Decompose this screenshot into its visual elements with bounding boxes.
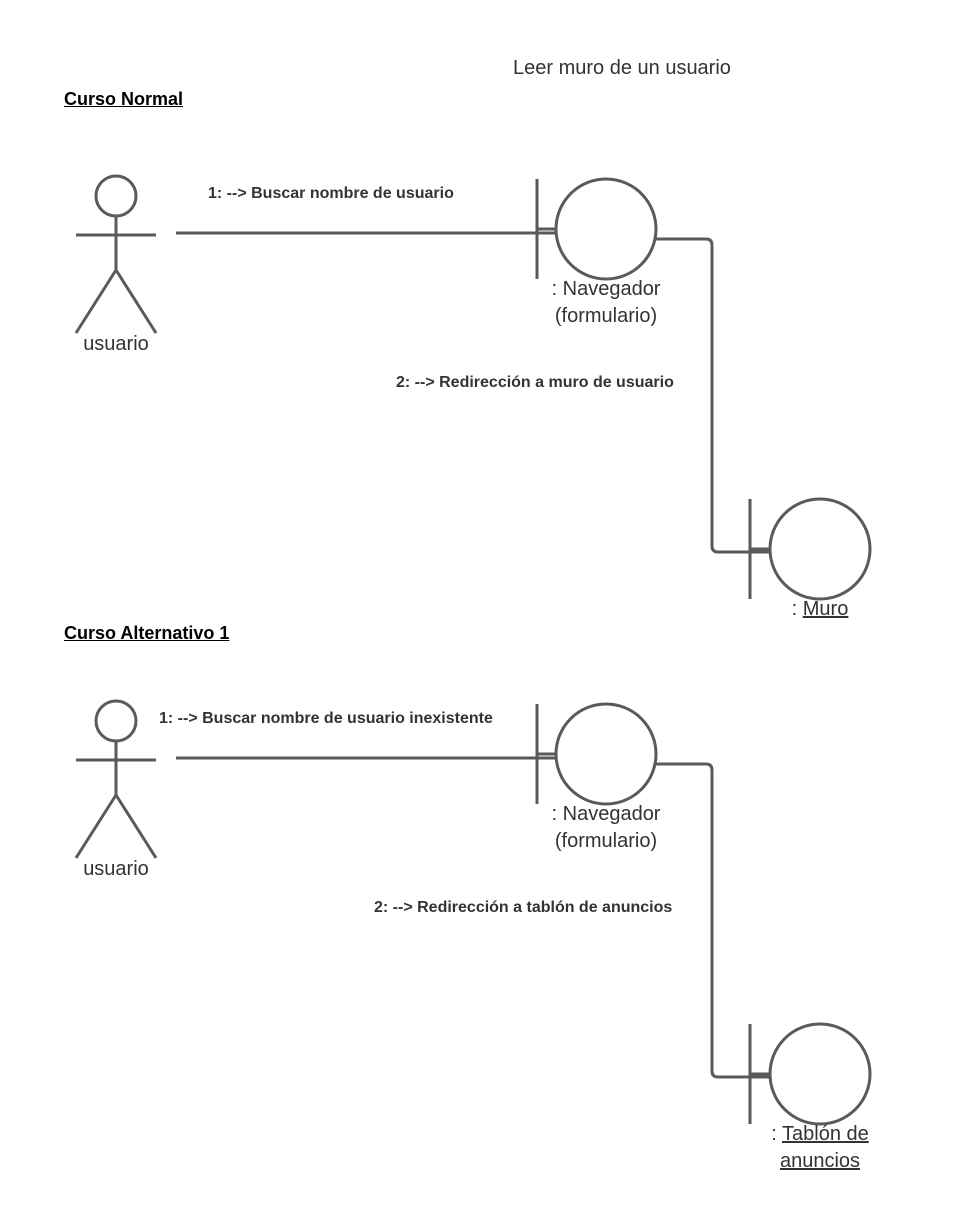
boundary-label-line1: : Navegador: [551, 803, 661, 825]
boundary-label-name-line2: anuncios: [779, 1150, 861, 1172]
boundary-label-navegador-alt: : Navegador (formulario): [526, 801, 686, 855]
boundary-label-navegador-normal: : Navegador (formulario): [526, 276, 686, 330]
boundary-label-muro: : Muro: [760, 596, 880, 623]
connector-navegador-tablon: [656, 762, 770, 1079]
actor-label-normal: usuario: [83, 333, 149, 355]
section-heading-normal: Curso Normal: [64, 89, 184, 109]
boundary-muro: [748, 497, 872, 601]
message-1-normal: 1: --> Buscar nombre de usuario: [208, 185, 454, 202]
connector-navegador-muro: [656, 237, 770, 554]
message-2-normal: 2: --> Redirección a muro de usuario: [396, 374, 674, 391]
boundary-navegador-alt: [535, 702, 658, 806]
boundary-navegador-normal: [535, 177, 658, 281]
boundary-label-prefix: :: [771, 1123, 782, 1145]
message-1-alt: 1: --> Buscar nombre de usuario inexiste…: [159, 710, 493, 727]
actor-label-alt: usuario: [83, 858, 149, 880]
boundary-label-tablon: : Tablón de anuncios: [745, 1121, 895, 1175]
message-2-alt: 2: --> Redirección a tablón de anuncios: [374, 899, 673, 916]
boundary-label-name-line1: Tablón de: [782, 1123, 869, 1145]
section-heading-alt: Curso Alternativo 1: [64, 623, 230, 643]
boundary-label-line1: : Tablón de: [745, 1121, 895, 1148]
boundary-label-line1: : Navegador: [551, 278, 661, 300]
diagram-title: Leer muro de un usuario: [513, 57, 731, 79]
actor-usuario-alt: [74, 699, 158, 859]
boundary-label-line2: anuncios: [745, 1148, 895, 1175]
boundary-label-name: Muro: [802, 598, 849, 620]
actor-usuario-normal: [74, 174, 158, 334]
boundary-label-line2: (formulario): [554, 305, 658, 327]
boundary-label-prefix: :: [791, 598, 803, 620]
boundary-tablon: [748, 1022, 872, 1126]
boundary-label-line2: (formulario): [554, 830, 658, 852]
